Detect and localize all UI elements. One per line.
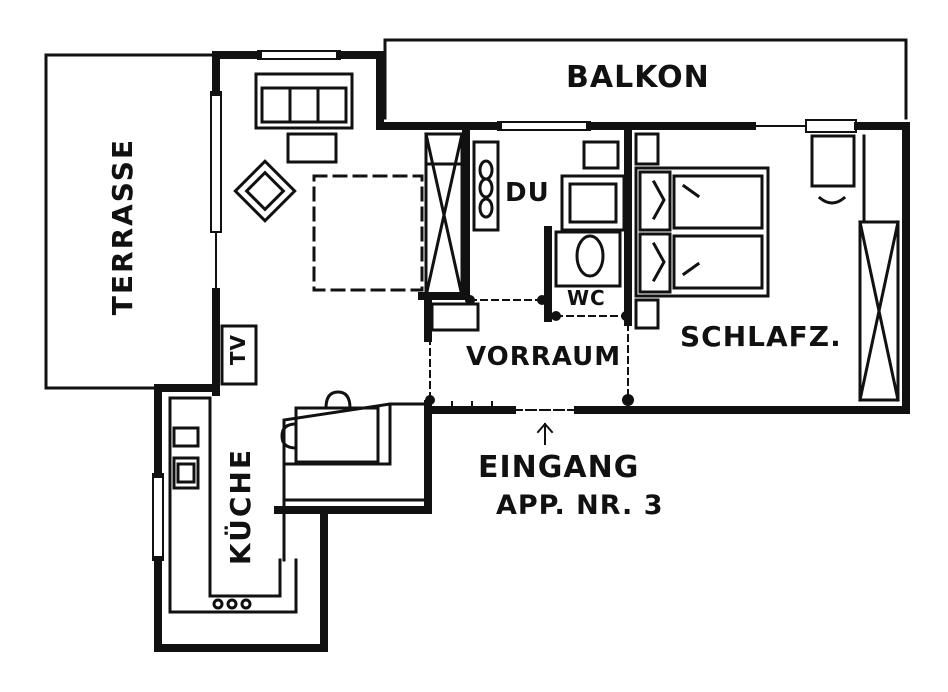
double-bed (634, 166, 770, 298)
kitchen-window (152, 473, 164, 561)
entrance-arrow (536, 422, 554, 445)
armchair (233, 159, 297, 223)
coffee-table (286, 132, 338, 164)
room-label-wc: WC (567, 286, 606, 310)
hallway-cabinet (430, 302, 480, 332)
entrance-door (451, 401, 579, 411)
terrace-outline (44, 53, 216, 390)
shower (472, 140, 500, 232)
wardrobe (424, 132, 464, 298)
room-label-terrasse: TERRASSE (106, 138, 139, 316)
door-swings (429, 299, 629, 401)
toilet (554, 230, 622, 288)
kitchen-counter (168, 396, 298, 614)
bedroom-balcony-door (751, 119, 857, 133)
room-label-schlafz: SCHLAFZ. (680, 320, 842, 353)
kitchen-walls (154, 384, 432, 652)
room-label-tv: TV (226, 334, 250, 366)
room-label-vorraum: VORRAUM (466, 342, 622, 372)
tv-unit (220, 324, 258, 386)
washbasin (560, 140, 626, 232)
room-label-kueche: KÜCHE (224, 448, 257, 566)
desk-chair (810, 134, 856, 205)
entrance-label: EINGANG (478, 450, 640, 485)
dining-table (280, 390, 380, 464)
bedroom-wardrobe (858, 134, 900, 402)
living-room-north-window (257, 50, 341, 60)
kitchen-partition (282, 402, 430, 562)
room-label-balkon: BALKON (566, 60, 710, 95)
bathroom-window (497, 121, 591, 131)
apartment-number-label: APP. NR. 3 (496, 490, 664, 521)
terrace-door-window (210, 91, 222, 293)
bedside-table (634, 132, 660, 330)
living-room-walls (154, 51, 384, 396)
sofa (254, 72, 354, 130)
rug (312, 174, 424, 292)
interior-walls (376, 122, 910, 414)
balcony-outline (383, 38, 908, 120)
room-label-du: DU (505, 178, 550, 208)
